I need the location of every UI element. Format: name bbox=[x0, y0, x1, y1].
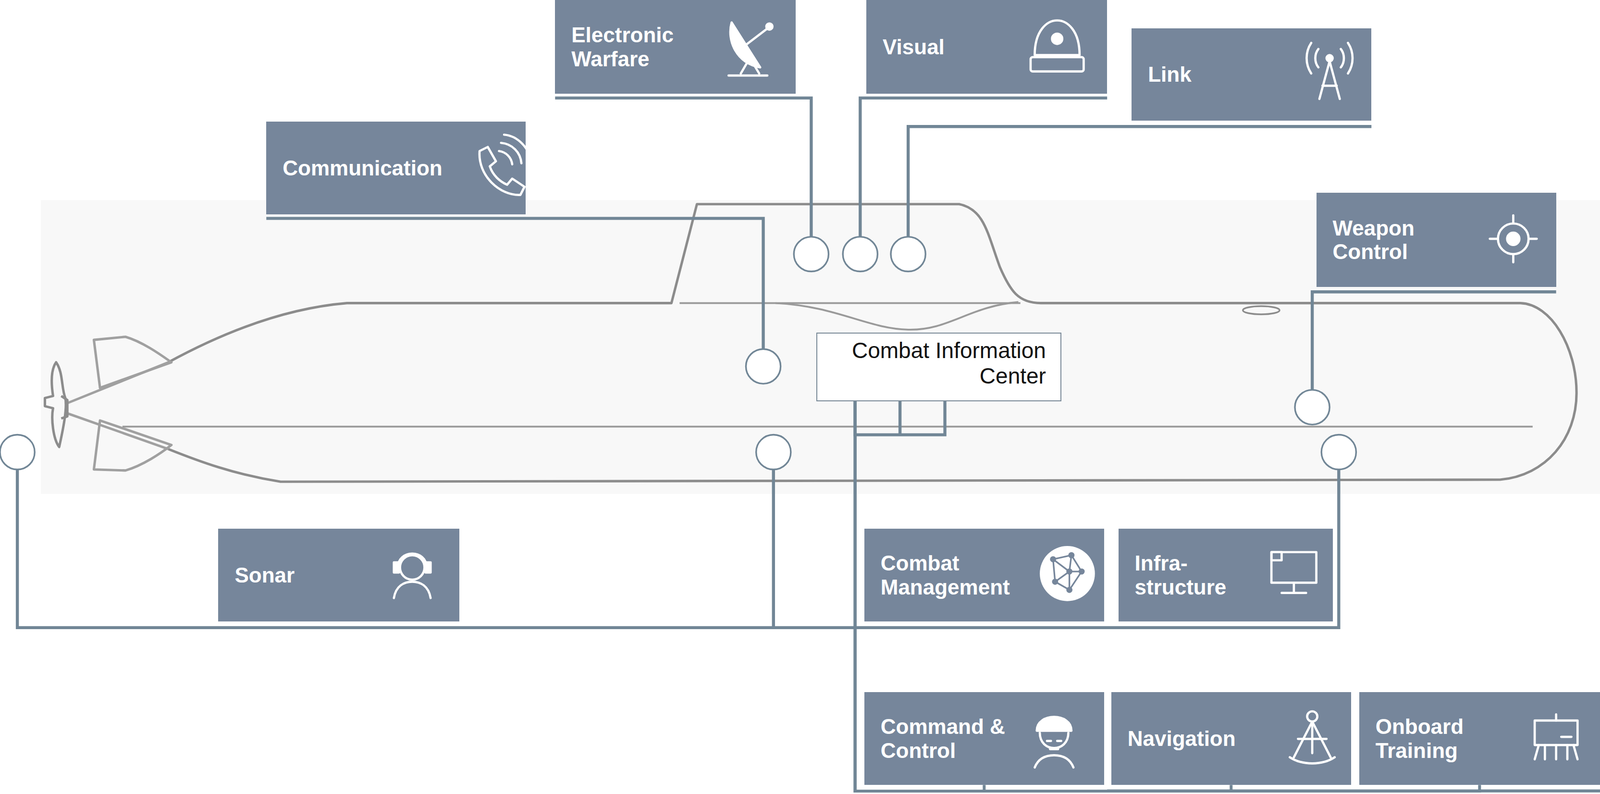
phone-icon bbox=[479, 134, 531, 195]
box-label: Link bbox=[1147, 62, 1302, 87]
command-control-box: Command & Control bbox=[864, 691, 1105, 785]
infrastructure-box: Infra- structure bbox=[1118, 528, 1333, 622]
background-panel bbox=[40, 199, 1600, 494]
network-globe-icon bbox=[1039, 545, 1096, 602]
navigation-box: Navigation bbox=[1111, 691, 1352, 785]
box-label: Sonar bbox=[234, 563, 388, 587]
combat-management-box: Combat Management bbox=[864, 528, 1105, 622]
camera-icon bbox=[1030, 20, 1084, 72]
box-label: Navigation bbox=[1127, 726, 1281, 751]
box-label: Combat Management bbox=[880, 551, 1045, 599]
hull-outline bbox=[44, 204, 1577, 482]
soldier-icon bbox=[1034, 716, 1074, 768]
crosshair-icon bbox=[1489, 215, 1538, 263]
antenna-icon bbox=[1306, 42, 1353, 99]
visual-box: Visual bbox=[866, 0, 1108, 94]
area-label: Combat Information Center bbox=[817, 337, 1047, 389]
headset-person-icon bbox=[393, 553, 431, 598]
cic-frame: Combat Information Center bbox=[816, 332, 1062, 401]
ew-box: Electronic Warfare bbox=[554, 0, 796, 94]
monitor-icon bbox=[1271, 552, 1317, 593]
box-label: Weapon Control bbox=[1332, 216, 1487, 264]
training-box: Onboard Training bbox=[1359, 691, 1600, 785]
sonar-box: Sonar bbox=[218, 528, 459, 622]
box-label: Command & Control bbox=[880, 714, 1034, 763]
link-box: Link bbox=[1131, 28, 1372, 121]
dish-icon bbox=[728, 22, 773, 76]
leader-lines bbox=[17, 98, 1600, 791]
easel-icon bbox=[1534, 713, 1578, 759]
box-label: Electronic Warfare bbox=[571, 23, 725, 71]
weapon-control-box: Weapon Control bbox=[1316, 192, 1557, 287]
box-label: Visual bbox=[882, 35, 1036, 59]
box-label: Communication bbox=[282, 156, 477, 180]
box-label: Infra- structure bbox=[1134, 551, 1258, 599]
sextant-icon bbox=[1289, 711, 1335, 764]
communication-box: Communication bbox=[266, 121, 526, 215]
box-label: Onboard Training bbox=[1375, 714, 1529, 763]
connection-points bbox=[0, 236, 1356, 470]
